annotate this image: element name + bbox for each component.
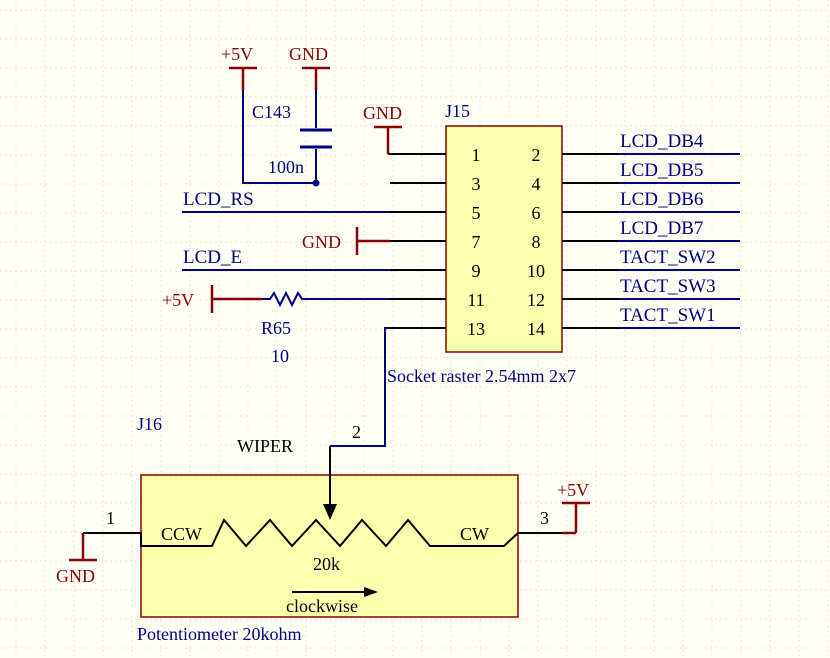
vcc-symbol-c143: +5V (221, 44, 257, 90)
gnd-symbol-pot: GND (56, 533, 97, 586)
direction-label: clockwise (286, 596, 358, 616)
pot-value: 20k (313, 554, 340, 574)
cap-value: 100n (268, 157, 304, 177)
gnd-symbol-pin1: GND (363, 103, 402, 155)
net-label-lcd-db7: LCD_DB7 (620, 218, 703, 239)
pin-number-6: 6 (532, 203, 541, 223)
pin-number-14: 14 (527, 319, 545, 339)
pin-number-7: 7 (472, 232, 481, 252)
pin-number-3: 3 (472, 174, 481, 194)
pin-number-1: 1 (472, 145, 481, 165)
cw-pin-number: 3 (540, 508, 549, 528)
vcc-label-r65: +5V (162, 290, 194, 310)
vcc-wire[interactable] (242, 90, 316, 184)
net-label-tact-sw2: TACT_SW2 (620, 247, 716, 268)
net-label-lcd-rs: LCD_RS (183, 189, 254, 210)
pin-number-13: 13 (467, 319, 485, 339)
gnd-symbol-c143: GND (289, 44, 330, 90)
net-label-lcd-e: LCD_E (183, 247, 242, 268)
pin-number-5: 5 (472, 203, 481, 223)
resistor-zigzag (262, 290, 390, 308)
net-label-tact-sw3: TACT_SW3 (620, 276, 716, 297)
wiper-pin-number: 2 (352, 422, 361, 442)
resistor-r65[interactable]: +5V R65 10 (162, 285, 390, 366)
header-body (445, 125, 563, 353)
vcc-label-pot: +5V (557, 480, 589, 500)
pin-number-12: 12 (527, 290, 545, 310)
net-label-lcd-db4: LCD_DB4 (620, 131, 704, 152)
pin-number-4: 4 (532, 174, 541, 194)
wiper-net-wire[interactable] (330, 327, 390, 447)
pot-resistor-path (83, 518, 562, 548)
gnd-label-pin7: GND (302, 232, 341, 252)
direction-arrow-head (364, 587, 378, 597)
header-ref: J15 (445, 101, 470, 121)
resistor-ref: R65 (261, 318, 291, 338)
gnd-label: GND (289, 44, 328, 64)
wiper-label: WIPER (237, 436, 293, 456)
pin-number-2: 2 (532, 145, 541, 165)
pin-number-9: 9 (472, 261, 481, 281)
resistor-value: 10 (271, 346, 289, 366)
potentiometer-j16[interactable]: J16 WIPER 2 CCW CW 1 3 20k clockwise Pot… (83, 414, 562, 644)
net-label-lcd-db5: LCD_DB5 (620, 160, 703, 181)
cap-ref: C143 (252, 102, 291, 122)
pot-ref: J16 (137, 414, 162, 434)
net-label-tact-sw1: TACT_SW1 (620, 305, 716, 326)
vcc-label: +5V (221, 44, 253, 64)
header-even-pins: 2 4 6 8 10 12 14 (527, 145, 545, 339)
pin-number-8: 8 (532, 232, 541, 252)
pin-number-10: 10 (527, 261, 545, 281)
wiper-arrow (323, 504, 337, 520)
capacitor-c143[interactable]: +5V GND C143 100n (221, 44, 332, 187)
right-nets: LCD_DB4LCD_DB5LCD_DB6LCD_DB7TACT_SW2TACT… (618, 131, 740, 329)
ccw-pin-number: 1 (106, 508, 115, 528)
cw-label: CW (460, 524, 489, 544)
pot-description: Potentiometer 20kohm (137, 624, 301, 644)
vcc-symbol-pot: +5V (557, 480, 590, 535)
junction-dot (312, 179, 320, 187)
net-label-lcd-db6: LCD_DB6 (620, 189, 703, 210)
gnd-label-pot: GND (56, 566, 95, 586)
header-description: Socket raster 2.54mm 2x7 (387, 366, 576, 386)
ccw-label: CCW (161, 524, 202, 544)
gnd-label-pin1: GND (363, 103, 402, 123)
gnd-symbol-pin7: GND (302, 227, 390, 255)
pin-number-11: 11 (467, 290, 484, 310)
